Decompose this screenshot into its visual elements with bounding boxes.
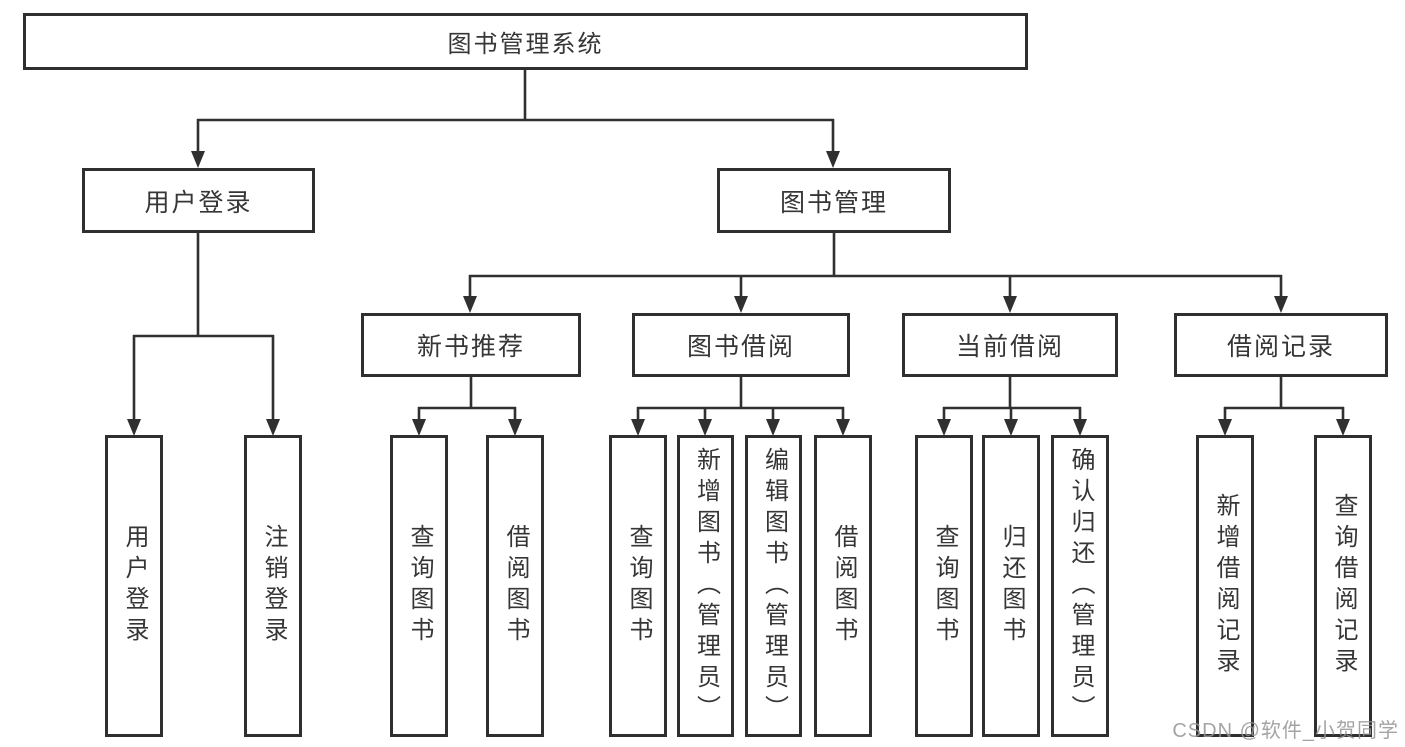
node-cb-return-books: 归还图书 — [982, 435, 1040, 737]
node-bb-query-books: 查询图书 — [609, 435, 667, 737]
node-cb-query-books: 查询图书 — [915, 435, 973, 737]
node-bb-edit-books-admin: 编辑图书（管理员） — [745, 435, 802, 737]
node-br-add-record: 新增借阅记录 — [1196, 435, 1254, 737]
node-user-login: 用户登录 — [105, 435, 163, 737]
node-user-login-group: 用户登录 — [82, 168, 315, 233]
node-nbr-borrow-books: 借阅图书 — [486, 435, 544, 737]
node-book-borrow: 图书借阅 — [632, 313, 850, 377]
csdn-watermark: CSDN @软件_小贺同学 — [1172, 720, 1399, 742]
node-borrow-records: 借阅记录 — [1174, 313, 1388, 377]
node-book-management: 图书管理 — [717, 168, 951, 233]
node-root-system: 图书管理系统 — [23, 13, 1028, 70]
node-new-book-recommend: 新书推荐 — [361, 313, 581, 377]
node-br-query-record: 查询借阅记录 — [1314, 435, 1372, 737]
node-bb-borrow-books: 借阅图书 — [814, 435, 872, 737]
arrowheads — [127, 151, 1350, 436]
node-nbr-query-books: 查询图书 — [390, 435, 448, 737]
node-cb-confirm-return-admin: 确认归还（管理员） — [1051, 435, 1109, 737]
node-current-borrow: 当前借阅 — [902, 313, 1118, 377]
node-logout: 注销登录 — [244, 435, 302, 737]
node-bb-add-books-admin: 新增图书（管理员） — [677, 435, 734, 737]
connector-stems — [132, 70, 1345, 422]
